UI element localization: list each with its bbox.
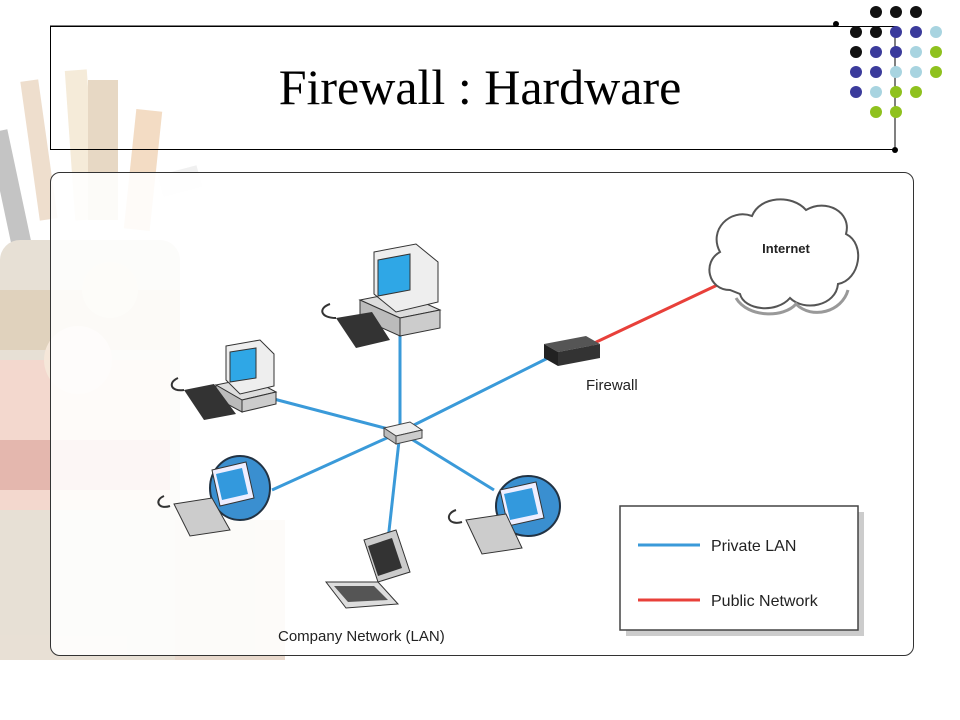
decorative-dot bbox=[870, 26, 882, 38]
decorative-dot-grid bbox=[850, 6, 942, 118]
decorative-dot bbox=[910, 6, 922, 18]
decorative-dot bbox=[850, 86, 862, 98]
link-hub-left-computer bbox=[269, 396, 401, 434]
title-frame bbox=[50, 26, 896, 150]
decorative-dot bbox=[870, 46, 882, 58]
decorative-dot bbox=[890, 86, 902, 98]
private-lan-links bbox=[269, 330, 549, 541]
decorative-dot bbox=[910, 26, 922, 38]
firewall-label: Firewall bbox=[586, 377, 638, 394]
legend: Private LAN Public Network bbox=[619, 505, 864, 636]
decorative-dot bbox=[890, 46, 902, 58]
legend-public-network-label: Public Network bbox=[711, 593, 819, 610]
decorative-dot bbox=[930, 66, 942, 78]
laptop-icon bbox=[324, 529, 411, 609]
decorative-dot bbox=[870, 66, 882, 78]
decorative-dot bbox=[890, 66, 902, 78]
decorative-dot bbox=[870, 86, 882, 98]
link-hub-right-imac bbox=[399, 430, 495, 492]
decorative-dot bbox=[910, 86, 922, 98]
computer-icon-left-imac bbox=[157, 455, 271, 537]
decorative-dot bbox=[890, 26, 902, 38]
legend-private-lan-label: Private LAN bbox=[711, 538, 796, 555]
hub-icon bbox=[382, 421, 424, 445]
decorative-dot bbox=[850, 26, 862, 38]
link-hub-left-imac bbox=[271, 430, 401, 492]
decorative-dot bbox=[930, 46, 942, 58]
decorative-dot bbox=[890, 106, 902, 118]
link-hub-laptop bbox=[386, 431, 402, 541]
decorative-dot bbox=[870, 106, 882, 118]
internet-cloud-icon bbox=[708, 198, 860, 316]
decorative-dot bbox=[870, 6, 882, 18]
computer-icon-left bbox=[170, 339, 278, 420]
decorative-dot bbox=[890, 6, 902, 18]
decorative-dot bbox=[910, 66, 922, 78]
decorative-dot bbox=[850, 46, 862, 58]
decorative-dot bbox=[910, 46, 922, 58]
computer-icon-top bbox=[321, 243, 442, 348]
internet-label: Internet bbox=[762, 241, 810, 256]
company-network-label: Company Network (LAN) bbox=[278, 628, 445, 645]
decorative-dot bbox=[850, 66, 862, 78]
computer-icon-right-imac bbox=[447, 475, 561, 555]
decorative-dot bbox=[930, 26, 942, 38]
link-hub-firewall bbox=[399, 356, 549, 434]
slide-title: Firewall : Hardware bbox=[278, 59, 682, 115]
firewall-device-icon bbox=[544, 336, 600, 366]
